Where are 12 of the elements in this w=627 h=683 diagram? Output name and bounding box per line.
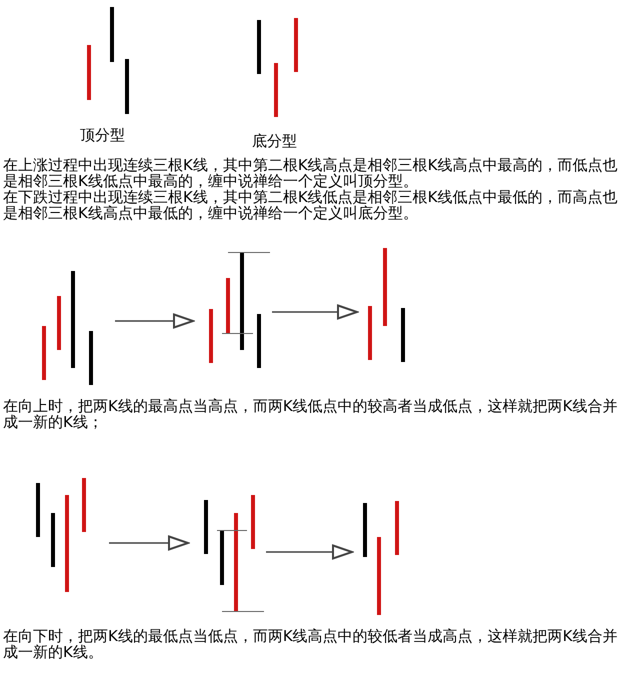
paragraph: 在下跌过程中出现连续三根K线，其中第二根K线低点是相邻三根K线低点中最低的，而高点也是相邻三根K线高点中最低的，缠中说禅给一个定义叫底分型。 xyxy=(3,189,619,221)
paragraph: 在上涨过程中出现连续三根K线，其中第二根K线高点是相邻三根K线高点中最高的，而低点也是相邻三根K线低点中最高的，缠中说禅给一个定义叫顶分型。 xyxy=(3,157,619,189)
paragraph: 在向下时，把两K线的最低点当低点，而两K线高点中的较低者当成高点，这样就把两K线合并成一新的K线。 xyxy=(3,628,619,660)
arrow xyxy=(272,304,358,320)
paragraph: 在向上时，把两K线的最高点当高点，而两K线低点中的较高者当成低点，这样就把两K线合并成一新的K线； xyxy=(3,398,619,430)
arrow xyxy=(266,544,353,560)
candlestick-drawing xyxy=(255,16,301,119)
candlestick-drawing xyxy=(85,5,131,116)
pattern-label: 顶分型 xyxy=(80,126,125,145)
arrow xyxy=(115,314,194,328)
pattern-label: 底分型 xyxy=(252,132,297,151)
arrow xyxy=(109,536,189,550)
